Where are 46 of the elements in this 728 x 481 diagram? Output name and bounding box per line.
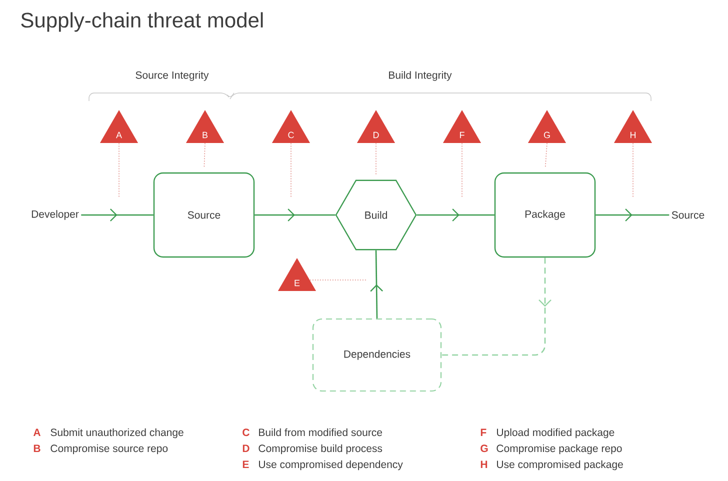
threat-description: Build from modified source bbox=[259, 428, 382, 436]
threat-triangle bbox=[614, 110, 652, 143]
threat-triangle bbox=[356, 110, 396, 143]
title: Supply-chain threat model bbox=[21, 12, 263, 32]
threat-description: Compromise build process bbox=[258, 444, 382, 454]
threat-letter: A bbox=[33, 428, 40, 436]
threat-description: Submit unauthorized change bbox=[50, 428, 184, 438]
threat-letter: D bbox=[242, 444, 250, 452]
node-label: H bbox=[630, 132, 636, 138]
leader-line bbox=[290, 142, 292, 198]
process-box: Package bbox=[494, 172, 596, 258]
threat-triangle bbox=[272, 110, 310, 143]
leader-line bbox=[632, 142, 634, 198]
threat-description: Use compromised package bbox=[497, 460, 623, 470]
node-label: B bbox=[202, 132, 208, 138]
node-label: D bbox=[373, 132, 379, 138]
build-hexagon: Build bbox=[335, 180, 417, 250]
endpoint-label: Developer bbox=[32, 210, 79, 220]
threat-triangle bbox=[528, 110, 566, 143]
threat-letter: G bbox=[480, 444, 488, 452]
threat-triangle bbox=[278, 258, 316, 291]
threat-triangle bbox=[186, 110, 224, 143]
node-label: F bbox=[460, 132, 464, 138]
section-label: Source Integrity bbox=[136, 71, 209, 81]
threat-letter: H bbox=[480, 460, 488, 468]
threat-letter: C bbox=[242, 428, 250, 436]
threat-description: Compromise source repo bbox=[50, 444, 168, 454]
node-label: E bbox=[294, 280, 300, 286]
node-label: G bbox=[544, 132, 550, 138]
threat-triangle bbox=[442, 110, 482, 143]
threat-letter: F bbox=[480, 428, 486, 436]
leader-line bbox=[544, 142, 548, 168]
threat-description: Compromise package repo bbox=[496, 444, 622, 454]
threat-description: Upload modified package bbox=[497, 428, 614, 438]
threat-description: Use compromised dependency bbox=[259, 460, 403, 470]
process-box: Source bbox=[153, 172, 255, 258]
dependencies-box: Dependencies bbox=[312, 318, 442, 392]
endpoint-label: Source bbox=[672, 211, 704, 219]
node-label: C bbox=[288, 132, 294, 138]
threat-triangle bbox=[100, 110, 138, 143]
threat-letter: B bbox=[34, 444, 40, 452]
leader-line bbox=[118, 142, 120, 198]
node-label: A bbox=[116, 132, 122, 138]
threat-letter: E bbox=[242, 460, 249, 468]
leader-line bbox=[204, 142, 206, 168]
section-label: Build Integrity bbox=[389, 71, 452, 81]
